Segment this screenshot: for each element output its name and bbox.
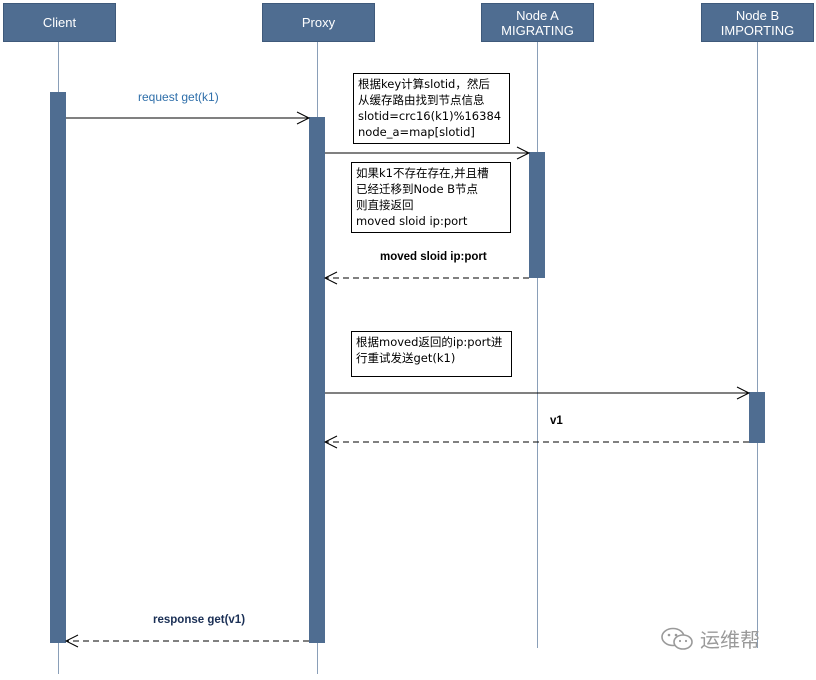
participant-node-a-state: MIGRATING (501, 22, 574, 38)
note-retry: 根据moved返回的ip:port进 行重试发送get(k1) (351, 331, 512, 377)
participant-client-label: Client (42, 15, 77, 30)
note-compute-slot: 根据key计算slotid，然后 从缓存路由找到节点信息 slotid=crc1… (353, 73, 510, 144)
participant-node-a-label: Node A (516, 7, 559, 23)
wechat-icon (661, 627, 693, 650)
participant-proxy-label: Proxy (301, 15, 336, 30)
node-b-lifeline (757, 42, 758, 648)
moved-return-arrow (323, 271, 529, 285)
note-retry-line: 根据moved返回的ip:port进 (356, 335, 503, 349)
client-activation (50, 92, 66, 643)
response-arrow (64, 634, 309, 648)
participant-proxy: Proxy (262, 3, 375, 42)
proxy-activation (309, 117, 325, 643)
retry-arrow (325, 386, 751, 400)
v1-return-arrow (323, 435, 749, 449)
response-label: response get(v1) (153, 614, 246, 626)
watermark-text: 运维帮 (700, 628, 760, 652)
note-retry-line: 行重试发送get(k1) (356, 351, 456, 365)
participant-node-b-label: Node B (735, 7, 780, 23)
node-b-activation (749, 392, 765, 443)
note-compute-line: node_a=map[slotid] (358, 125, 475, 139)
v1-label: v1 (550, 415, 563, 427)
participant-node-b-state: IMPORTING (720, 22, 795, 38)
node-a-lifeline (537, 42, 538, 648)
request-label: request get(k1) (138, 90, 219, 104)
node-a-activation (529, 152, 545, 278)
participant-node-b: Node B IMPORTING (701, 3, 814, 42)
participant-node-a: Node A MIGRATING (481, 3, 594, 42)
note-moved-line: 如果k1不存在存在,并且槽 (356, 166, 489, 180)
request-arrow (66, 111, 311, 125)
note-moved-check: 如果k1不存在存在,并且槽 已经迁移到Node B节点 则直接返回 moved … (351, 162, 511, 233)
note-moved-line: 已经迁移到Node B节点 (356, 182, 479, 196)
moved-label: moved sloid ip:port (380, 251, 487, 263)
note-compute-line: slotid=crc16(k1)%16384 (358, 109, 502, 123)
watermark: 运维帮 (660, 624, 760, 653)
lookup-arrow (325, 146, 531, 160)
note-moved-line: 则直接返回 (356, 198, 414, 212)
note-compute-line: 根据key计算slotid，然后 (358, 77, 490, 91)
note-compute-line: 从缓存路由找到节点信息 (358, 93, 485, 107)
note-moved-line: moved sloid ip:port (356, 214, 468, 228)
participant-client: Client (3, 3, 116, 42)
